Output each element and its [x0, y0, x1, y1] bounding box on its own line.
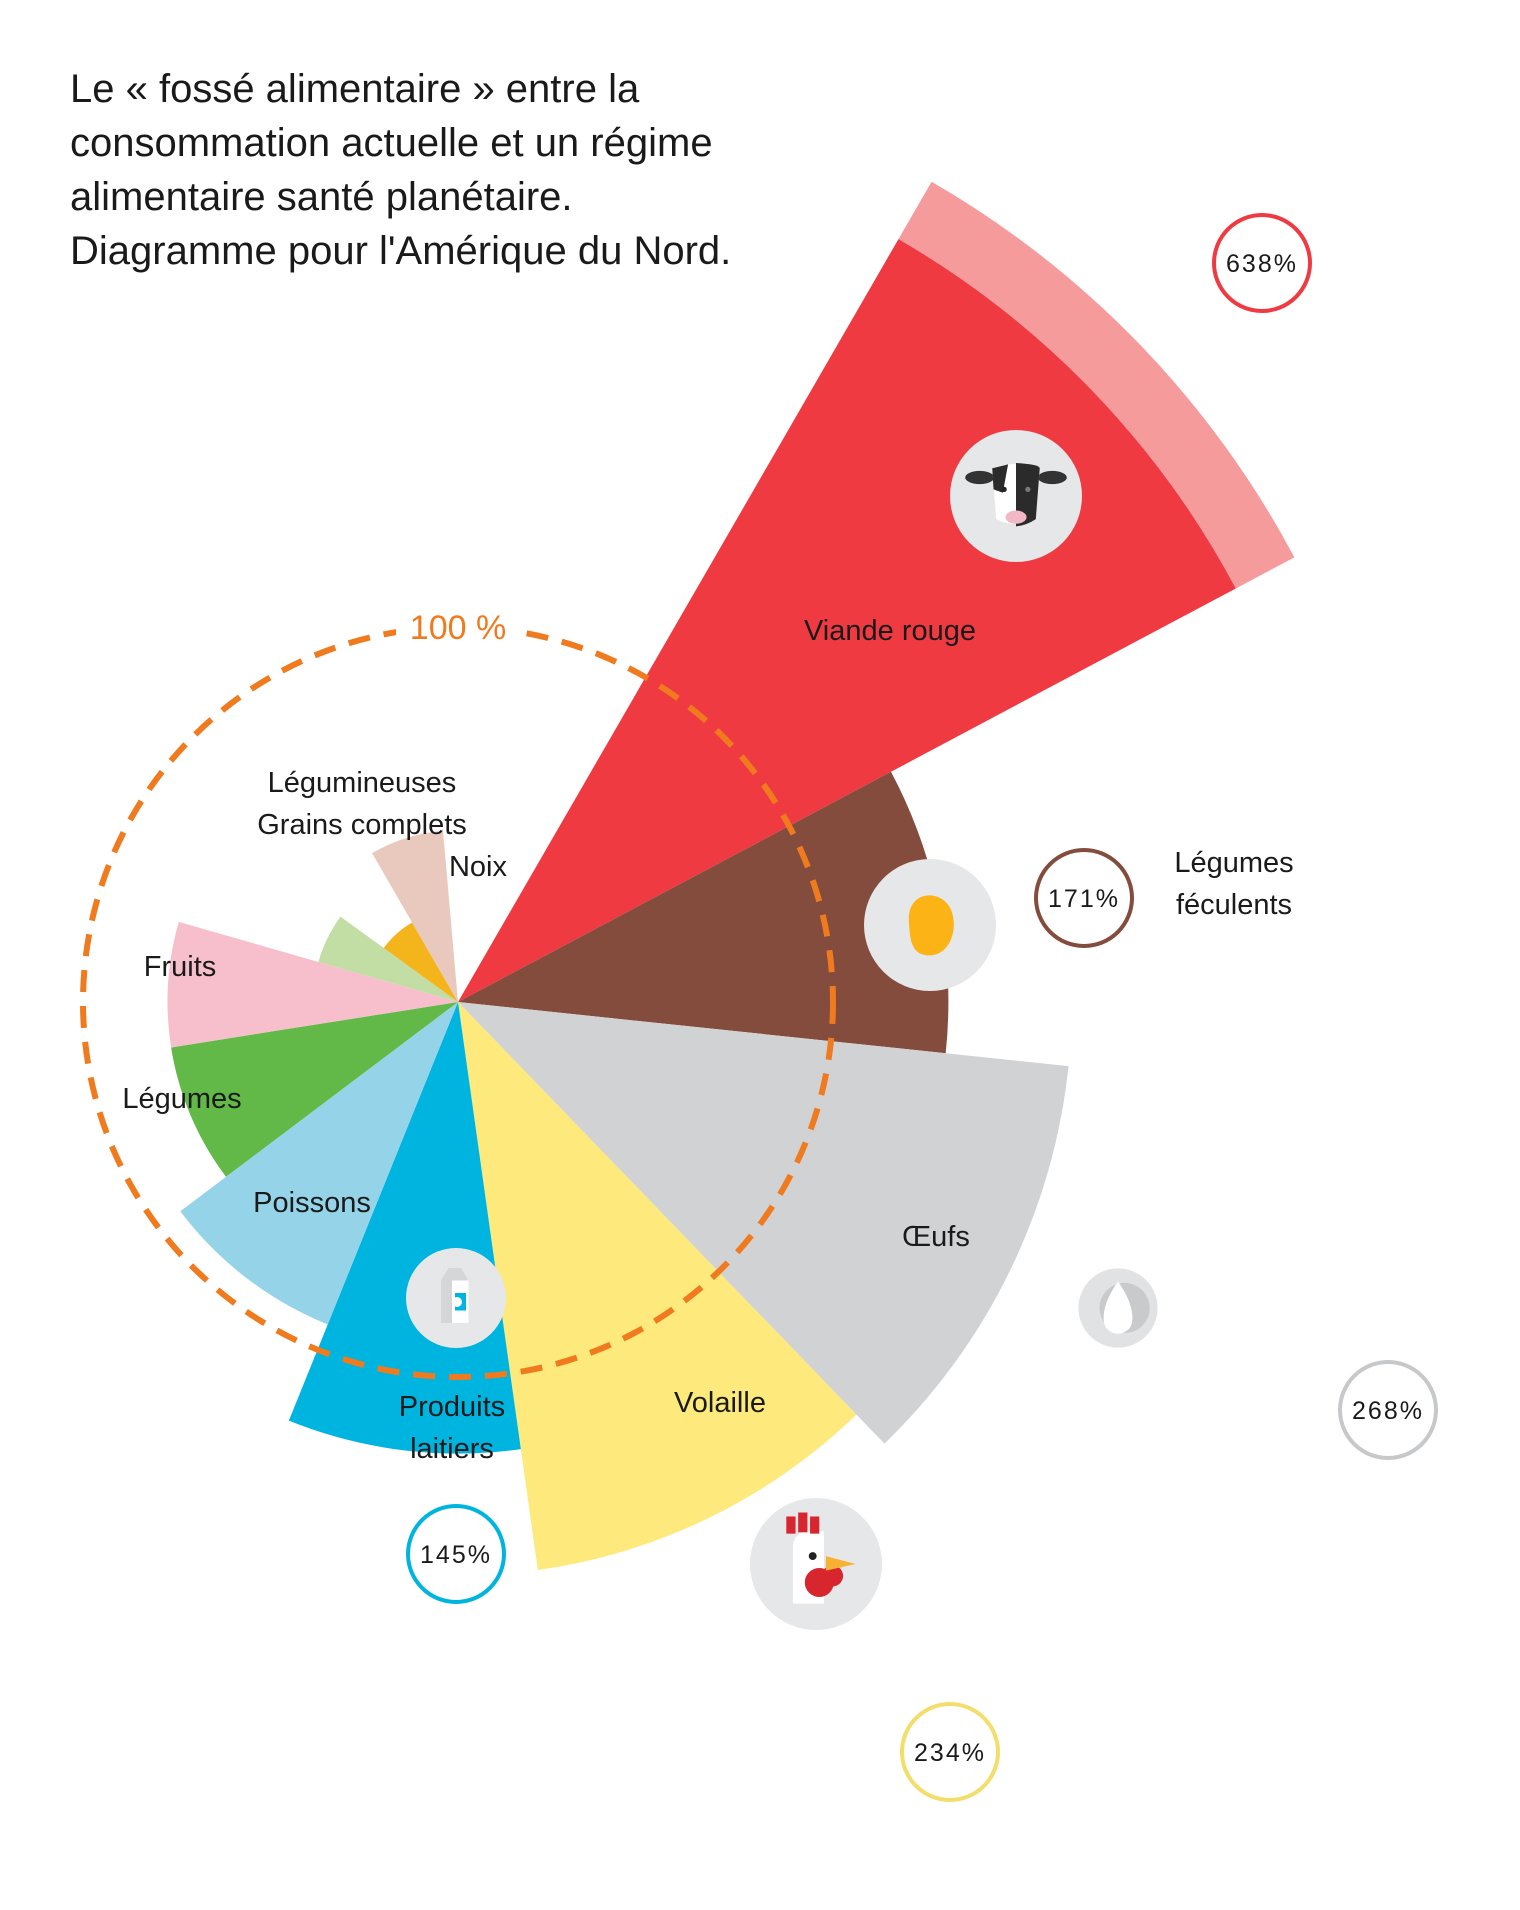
- title-line: Diagramme pour l'Amérique du Nord.: [70, 229, 732, 273]
- value-badge-layer: 638% 171% 268% 234% 145%: [406, 213, 1438, 1802]
- category-label: Viande rouge: [804, 615, 976, 647]
- wedge: [458, 1002, 857, 1571]
- title-line: consommation actuelle et un régime: [70, 121, 713, 165]
- value-badge-circle: [1212, 213, 1312, 313]
- value-badge-circle: [406, 1504, 506, 1604]
- value-label: 171%: [1048, 885, 1120, 913]
- reference-layer: 100 %: [80, 601, 836, 1380]
- value-label: 145%: [420, 1541, 492, 1569]
- value-badge: 638%: [1212, 213, 1312, 313]
- value-label: 638%: [1226, 250, 1298, 278]
- milk-carton-icon: [406, 1248, 506, 1348]
- wedge-layer: [167, 181, 1295, 1571]
- category-label: Poissons: [253, 1187, 371, 1219]
- category-label: féculents: [1176, 889, 1292, 921]
- value-badge: 234%: [900, 1702, 1000, 1802]
- wedge: [180, 1002, 458, 1325]
- category-label: Légumineuses: [268, 767, 457, 799]
- title-line: alimentaire santé planétaire.: [70, 175, 573, 219]
- wedge: [318, 916, 458, 1002]
- category-label: Grains complets: [257, 809, 467, 841]
- value-label: 234%: [914, 1739, 986, 1767]
- value-badge: 171%: [1034, 848, 1134, 948]
- category-label: Œufs: [902, 1221, 970, 1253]
- value-badge-circle: [1338, 1360, 1438, 1460]
- title-line: Le « fossé alimentaire » entre la: [70, 67, 640, 111]
- egg-icon: [1078, 1268, 1158, 1348]
- category-label: Volaille: [674, 1387, 766, 1419]
- value-badge: 268%: [1338, 1360, 1438, 1460]
- wedge: [372, 830, 458, 1002]
- wedge: [383, 922, 458, 1002]
- category-label: Légumes: [122, 1083, 241, 1115]
- category-label: Fruits: [144, 951, 217, 983]
- reference-label-bg: [396, 601, 520, 653]
- chart-title: Le « fossé alimentaire » entre la consom…: [70, 62, 830, 278]
- icon-layer: [406, 430, 1158, 1630]
- value-badge-circle: [900, 1702, 1000, 1802]
- value-label: 268%: [1352, 1397, 1424, 1425]
- wedge-outer-band: [898, 181, 1295, 589]
- category-label: Légumes: [1174, 847, 1293, 879]
- wedge: [167, 921, 459, 1048]
- wedge: [171, 1002, 458, 1177]
- potato-icon: [864, 859, 996, 991]
- value-badge: 145%: [406, 1504, 506, 1604]
- wedge: [458, 771, 949, 1054]
- value-badge-circle: [1034, 848, 1134, 948]
- category-label: Produits: [399, 1391, 505, 1423]
- wedge: [458, 239, 1236, 1002]
- cow-icon: [950, 430, 1082, 562]
- reference-label: 100 %: [410, 609, 506, 647]
- category-label: Noix: [449, 851, 508, 883]
- rooster-icon: [750, 1498, 882, 1630]
- category-label: laitiers: [410, 1433, 494, 1465]
